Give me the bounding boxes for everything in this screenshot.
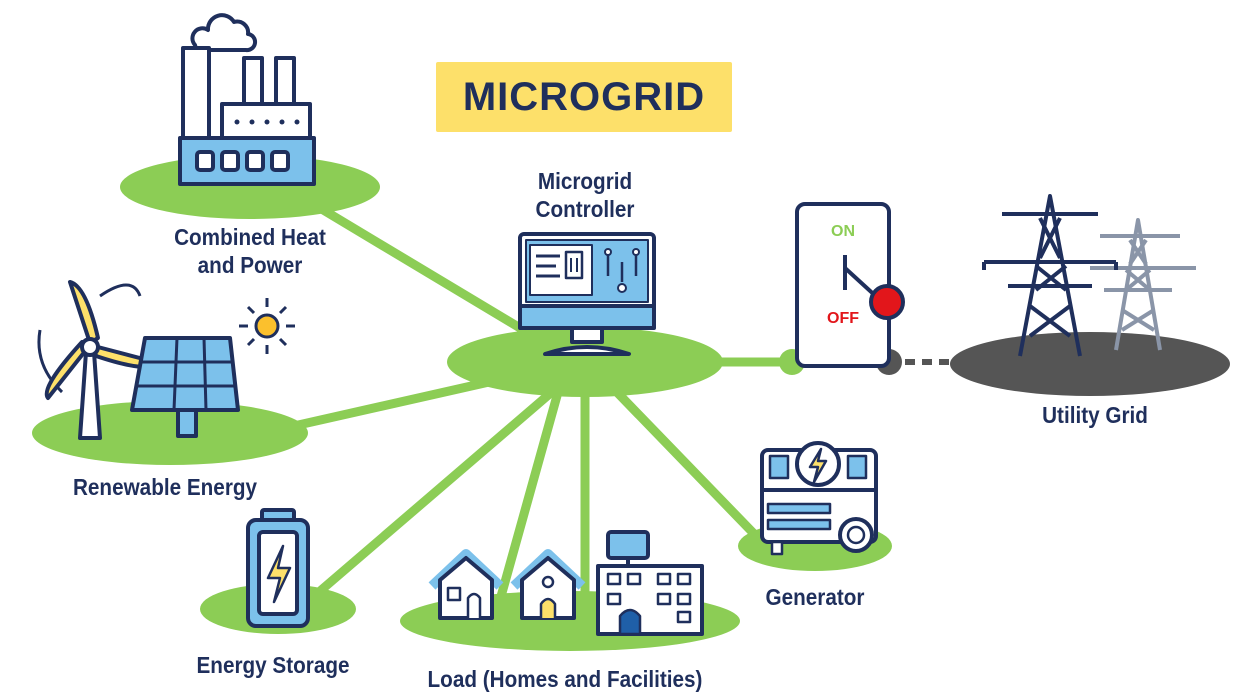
label-line: Microgrid bbox=[537, 168, 633, 194]
utility-ground bbox=[950, 332, 1230, 396]
title-text: MICROGRID bbox=[462, 74, 706, 119]
controller-ground bbox=[447, 327, 723, 397]
house-icon bbox=[428, 549, 504, 620]
building-icon bbox=[596, 530, 704, 636]
renewable-ground bbox=[32, 401, 308, 465]
switch-icon bbox=[795, 202, 905, 368]
transmission-tower-icon bbox=[1090, 218, 1196, 351]
switch-off-label: OFF bbox=[827, 310, 859, 327]
generator-label: Generator bbox=[765, 584, 865, 610]
sun-icon bbox=[239, 298, 295, 354]
line-storage bbox=[300, 380, 565, 609]
renewable-label: Renewable Energy bbox=[72, 474, 258, 500]
battery-icon bbox=[246, 508, 310, 628]
cloud-icon bbox=[190, 13, 258, 53]
ground-ellipses bbox=[32, 155, 892, 651]
line-generator bbox=[605, 380, 765, 545]
line-load-1 bbox=[495, 380, 565, 605]
label-line: and Power bbox=[197, 252, 303, 278]
utility-label: Utility Grid bbox=[1042, 402, 1148, 428]
switch-on-label: ON bbox=[831, 223, 855, 240]
generator-icon bbox=[760, 441, 878, 556]
label-line: Combined Heat bbox=[174, 224, 326, 250]
line-chp bbox=[305, 197, 545, 345]
house-icon bbox=[510, 549, 586, 620]
connector-lines bbox=[280, 197, 795, 609]
load-label: Load (Homes and Facilities) bbox=[427, 666, 703, 692]
title-banner: MICROGRID bbox=[436, 62, 732, 132]
storage-label: Energy Storage bbox=[196, 652, 350, 678]
solar-panel-icon bbox=[130, 336, 240, 438]
factory-icon bbox=[178, 13, 316, 186]
transmission-tower-icon bbox=[982, 194, 1118, 357]
computer-monitor-icon bbox=[518, 232, 656, 356]
label-line: Controller bbox=[535, 196, 635, 222]
